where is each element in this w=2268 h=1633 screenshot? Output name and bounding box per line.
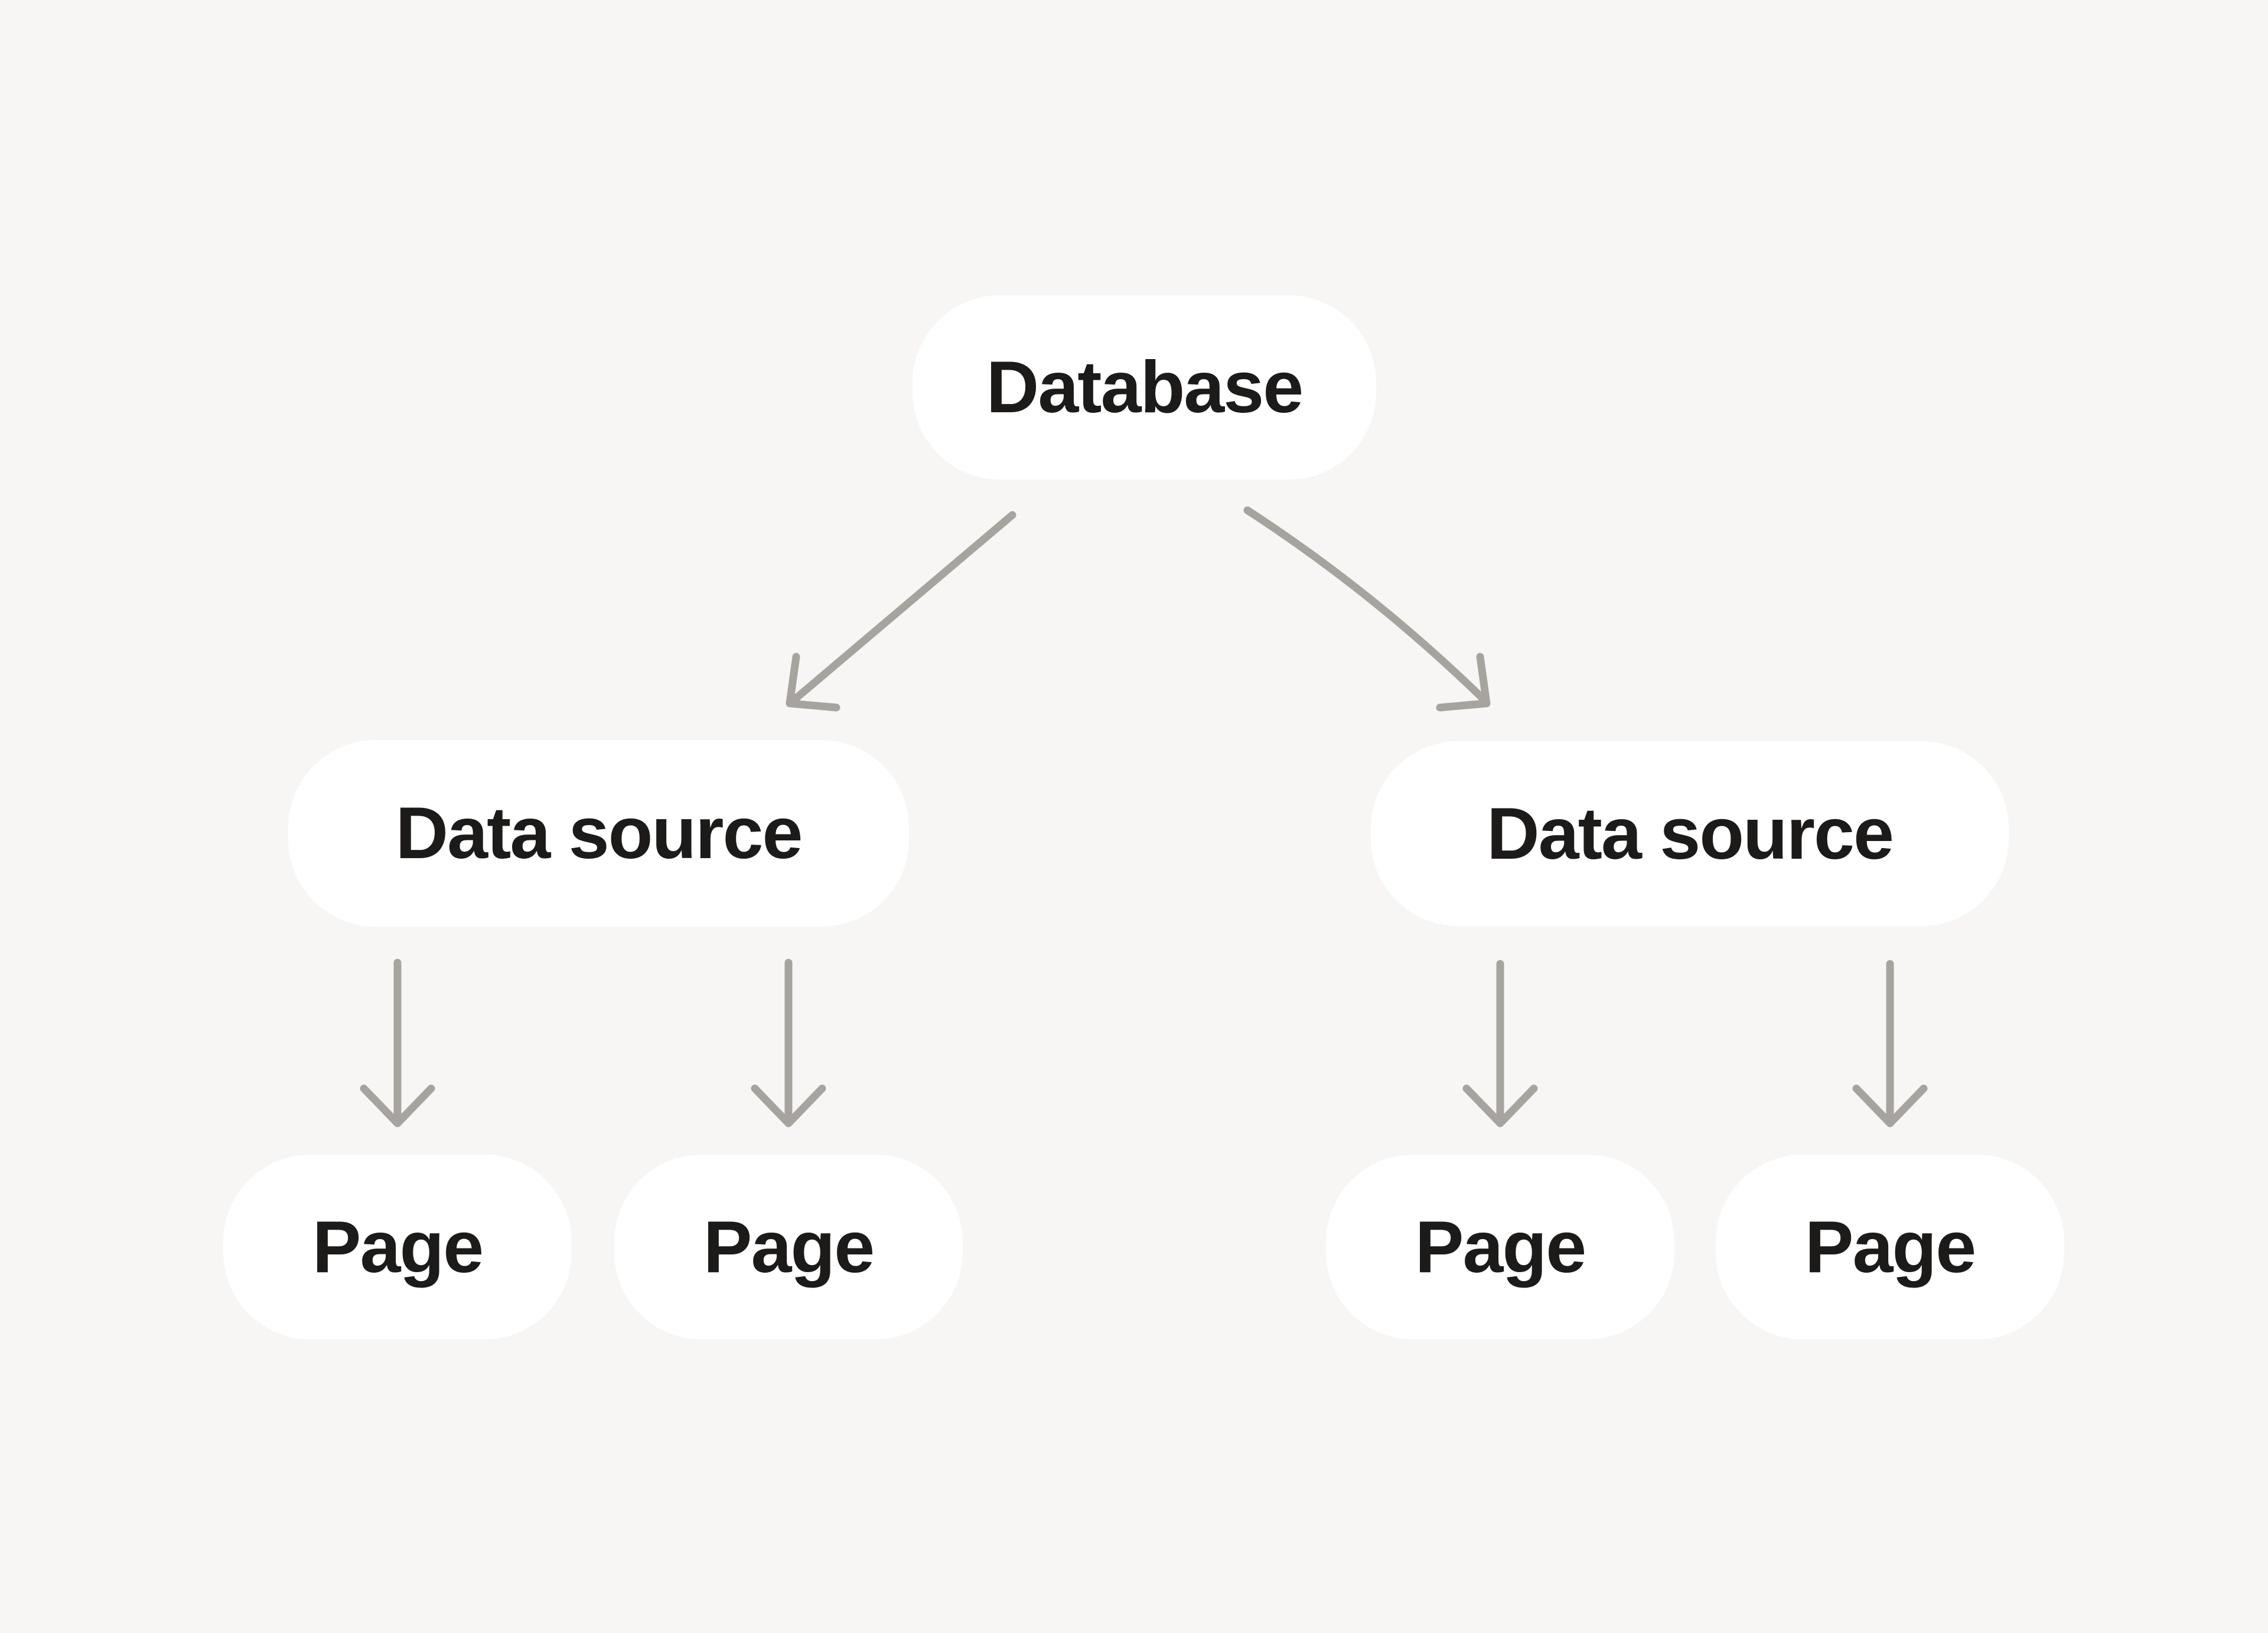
- node-database: Database: [913, 295, 1376, 480]
- node-page-4-label: Page: [1804, 1206, 1976, 1288]
- node-database-label: Database: [986, 347, 1304, 428]
- node-page-4: Page: [1716, 1155, 2064, 1339]
- node-page-1: Page: [223, 1155, 572, 1339]
- node-page-2: Page: [614, 1155, 963, 1339]
- arrow-database-to-data-source-left-icon: [786, 511, 1016, 712]
- arrow-data-source-right-to-page-4-icon: [1852, 960, 1928, 1127]
- arrow-data-source-left-to-page-1-icon: [360, 959, 435, 1127]
- node-data-source-right-label: Data source: [1487, 793, 1894, 875]
- arrow-database-to-data-source-right-icon: [1243, 506, 1491, 712]
- node-page-3-label: Page: [1415, 1206, 1586, 1288]
- arrow-data-source-right-to-page-3-icon: [1462, 960, 1538, 1127]
- node-data-source-right: Data source: [1371, 741, 2009, 926]
- node-data-source-left: Data source: [288, 740, 909, 927]
- node-data-source-left-label: Data source: [395, 793, 803, 874]
- node-page-3: Page: [1326, 1155, 1674, 1339]
- node-page-1-label: Page: [312, 1206, 484, 1288]
- node-page-2-label: Page: [703, 1206, 875, 1288]
- arrow-data-source-left-to-page-2-icon: [751, 959, 826, 1127]
